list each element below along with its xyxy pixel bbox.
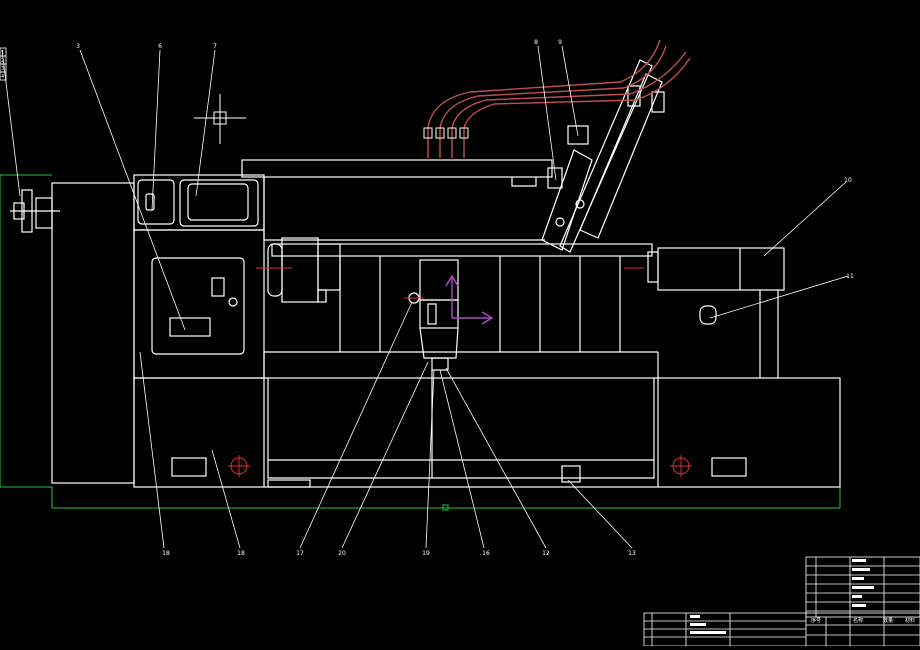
callout-label: 16: [482, 550, 490, 557]
callout-label: 9: [558, 39, 562, 46]
leader-lines: [1, 45, 849, 549]
dimension-lines: [0, 174, 841, 511]
hose-fittings: [423, 127, 469, 139]
parts-list-heading: 数量: [883, 617, 893, 624]
callout-label: 10: [844, 177, 852, 184]
center-marks: [228, 267, 692, 477]
machine-outline: [10, 59, 841, 488]
stack-label: 3: [1, 66, 4, 72]
callout-label: 19: [422, 550, 430, 557]
title-block: [643, 556, 920, 647]
parts-list-heading: 材料: [905, 617, 915, 624]
ucs-axes-icon: [445, 274, 494, 325]
callout-label: 13: [628, 550, 636, 557]
callout-label: 20: [338, 550, 346, 557]
callout-label: 3: [76, 43, 80, 50]
cad-crosshair-icon[interactable]: [194, 94, 246, 144]
title-block-fills: [690, 559, 874, 634]
left-stack: [0, 47, 7, 81]
parts-list-heading: 名称: [853, 617, 863, 624]
callout-label: 7: [213, 43, 217, 50]
callout-labels: 3 6 7 8 9 10 11 18 18 17 20 19 16 12 13: [76, 39, 854, 557]
callout-label: 17: [296, 550, 304, 557]
callout-label: 18: [237, 550, 245, 557]
callout-label: 11: [846, 273, 854, 280]
stack-label: 1: [1, 50, 4, 56]
stack-label: 2: [1, 58, 4, 64]
callout-label: 8: [534, 39, 538, 46]
callout-label: 18: [162, 550, 170, 557]
stack-cell: [0, 71, 7, 81]
callout-label: 6: [158, 43, 162, 50]
pneumatic-hoses: [427, 39, 691, 158]
parts-list-headings: 序号 名称 数量 材料: [811, 617, 915, 624]
stack-label: 4: [1, 74, 4, 80]
parts-list-heading: 序号: [811, 617, 821, 624]
callout-label: 12: [542, 550, 550, 557]
